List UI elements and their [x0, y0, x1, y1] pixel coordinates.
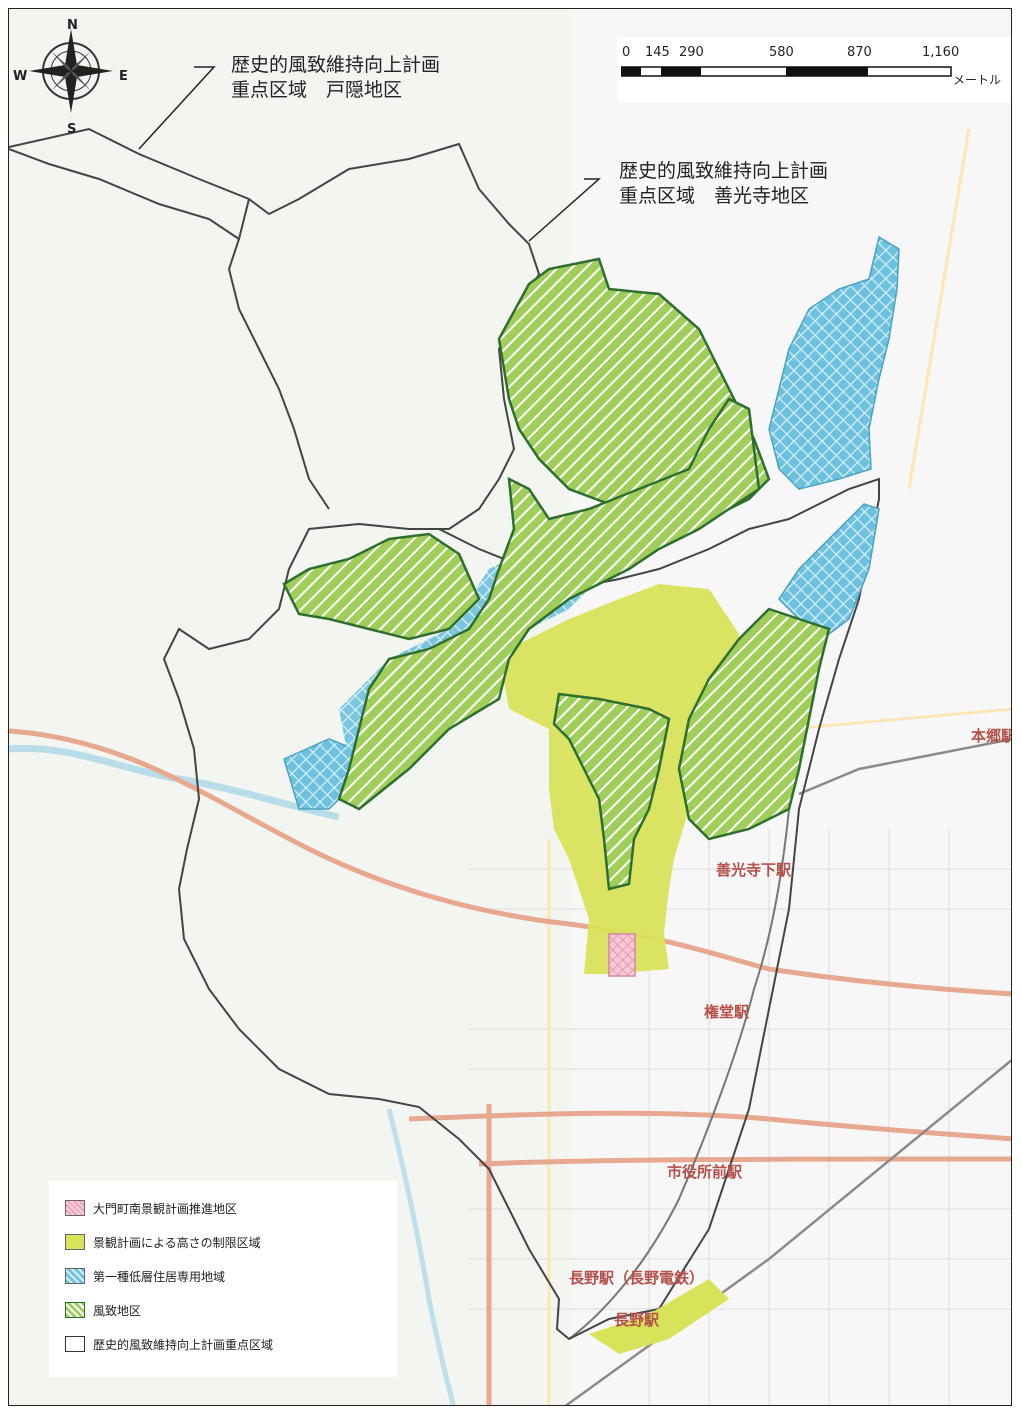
callout-togakushi: 歴史的風致維持向上計画 重点区域 戸隠地区 — [231, 53, 440, 103]
legend-item: 第一種低層住居専用地域 — [65, 1265, 225, 1287]
blue-cross-swatch-icon — [65, 1268, 85, 1284]
callout-leader-togakushi — [138, 66, 216, 150]
callout-togakushi-line2: 重点区域 戸隠地区 — [231, 79, 403, 101]
compass-rose — [29, 29, 113, 113]
station-nagano: 長野駅 — [614, 1311, 660, 1329]
yellow-fill-swatch-icon — [65, 1234, 85, 1250]
legend-item: 風致地区 — [65, 1299, 141, 1321]
scale-tick: 145 — [645, 45, 670, 60]
residential-zone-east[interactable] — [768, 235, 900, 490]
station-hongo: 本郷駅 — [971, 727, 1012, 745]
callout-zenkoji-line2: 重点区域 善光寺地区 — [619, 185, 810, 207]
station-shiyakushomae: 市役所前駅 — [667, 1163, 743, 1181]
station-gondo: 権堂駅 — [704, 1003, 750, 1021]
scale-tick: 580 — [769, 45, 794, 60]
map-legend: 大門町南景観計画推進地区 景観計画による高さの制限区域 第一種低層住居専用地域 … — [49, 1181, 397, 1377]
callout-zenkoji: 歴史的風致維持向上計画 重点区域 善光寺地区 — [619, 159, 828, 209]
callout-togakushi-line1: 歴史的風致維持向上計画 — [231, 54, 441, 76]
daimon-district[interactable] — [608, 933, 636, 977]
nagano-station-height-zone — [589, 1279, 729, 1354]
map-frame: N S E W 歴史的風致維持向上計画 重点区域 戸隠地区 歴史的風致維持向上計… — [8, 8, 1012, 1406]
compass-w: W — [13, 69, 28, 84]
legend-label: 歴史的風致維持向上計画重点区域 — [93, 1337, 274, 1352]
scale-tick: 290 — [679, 45, 704, 60]
fuchi-east[interactable] — [677, 607, 831, 841]
callout-leader-zenkoji — [528, 178, 601, 242]
compass-e: E — [119, 69, 128, 84]
fuchi-districts[interactable] — [282, 257, 831, 891]
scale-bar-graphic — [621, 66, 952, 77]
legend-item: 景観計画による高さの制限区域 — [65, 1231, 261, 1253]
map-canvas[interactable] — [9, 9, 1012, 1406]
legend-label: 景観計画による高さの制限区域 — [93, 1235, 261, 1250]
compass-n: N — [67, 18, 78, 33]
river-2 — [386, 1108, 457, 1405]
togakushi-boundary[interactable] — [9, 127, 880, 1341]
fuchi-west[interactable] — [282, 532, 481, 641]
scale-unit: メートル — [953, 73, 1002, 87]
legend-label: 大門町南景観計画推進地区 — [93, 1201, 238, 1216]
scale-tick: 1,160 — [922, 45, 960, 60]
scale-tick: 0 — [622, 45, 631, 60]
railway — [564, 738, 1011, 1405]
pink-cross-swatch-icon — [65, 1200, 85, 1216]
scale-bar: 0 145 290 580 870 1,160 メートル — [617, 37, 1011, 103]
fuchi-center[interactable] — [337, 397, 761, 811]
legend-label: 第一種低層住居専用地域 — [93, 1269, 226, 1284]
legend-item: 歴史的風致維持向上計画重点区域 — [65, 1333, 273, 1355]
main-roads — [9, 728, 1011, 1405]
station-nagano-nagaden: 長野駅（長野電鉄） — [569, 1269, 705, 1287]
scale-tick: 870 — [847, 45, 872, 60]
legend-label: 風致地区 — [93, 1303, 142, 1318]
nagaden-line — [568, 808, 790, 1340]
legend-item: 大門町南景観計画推進地区 — [65, 1197, 237, 1219]
green-hatch-swatch-icon — [65, 1302, 85, 1318]
fuchi-south-center[interactable] — [552, 692, 671, 891]
outline-swatch-icon — [65, 1336, 85, 1352]
callout-zenkoji-line1: 歴史的風致維持向上計画 — [619, 160, 829, 182]
station-zenkojishita: 善光寺下駅 — [716, 861, 792, 879]
compass-s: S — [67, 122, 77, 137]
